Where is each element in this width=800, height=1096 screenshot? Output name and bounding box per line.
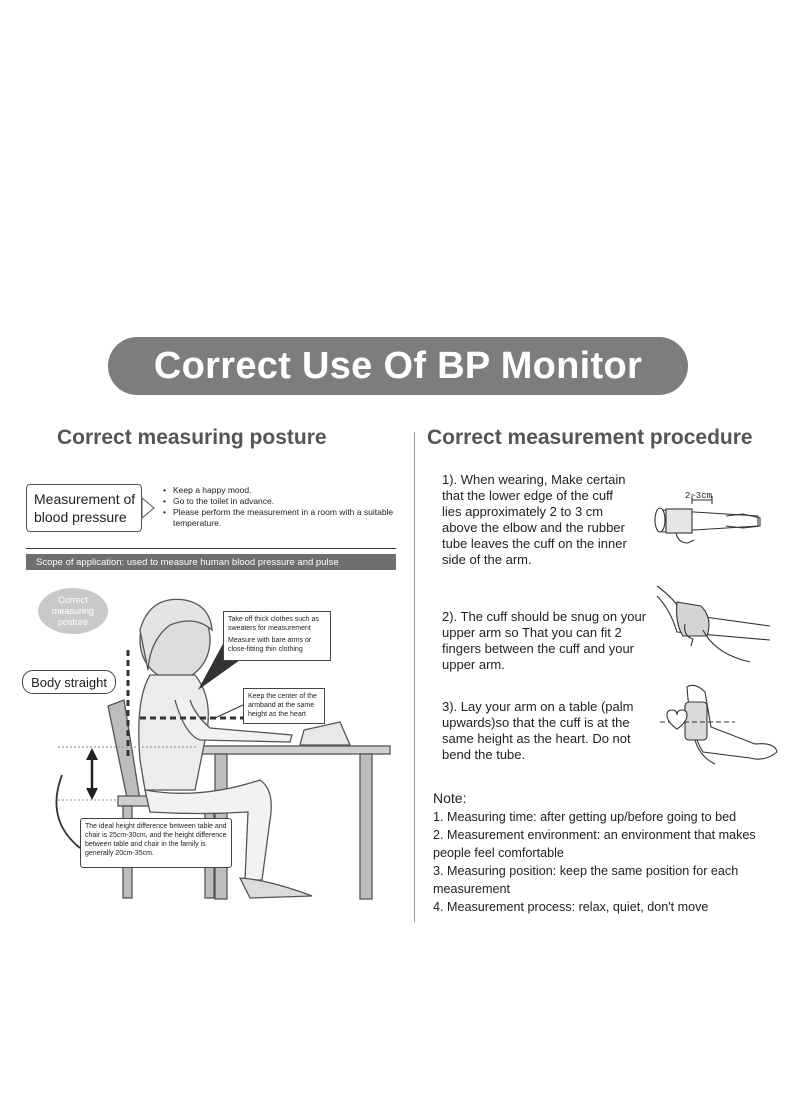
- procedure-heading: Correct measurement procedure: [427, 426, 753, 449]
- step-3-text: 3). Lay your arm on a table (palm upward…: [442, 699, 634, 762]
- clothes-callout: Take off thick clothes such as sweaters …: [223, 611, 331, 661]
- note-item: 4. Measurement process: relax, quiet, do…: [433, 900, 709, 914]
- cuff-position-illustration: 2~3cm: [654, 491, 761, 544]
- section-rule: [26, 548, 396, 549]
- notes-section: Note: 1. Measuring time: after getting u…: [433, 789, 793, 916]
- chevron-right-icon: [141, 496, 155, 520]
- tip-item: Please perform the measurement in a room…: [163, 507, 395, 529]
- dimension-label: 2~3cm: [685, 491, 712, 501]
- callout-line: Measure with bare arms or close-fitting …: [228, 637, 312, 653]
- badge-line: measuring: [51, 605, 95, 616]
- step-1-text: 1). When wearing, Make certain that the …: [442, 472, 627, 567]
- cuff-snug-illustration: [656, 585, 771, 663]
- notes-title: Note:: [433, 790, 467, 806]
- note-item: 3. Measuring position: keep the same pos…: [433, 864, 739, 896]
- tip-item: Go to the toilet in advance.: [163, 496, 395, 507]
- badge-line: posture: [57, 616, 89, 627]
- callout-line: Take off thick clothes such as sweaters …: [228, 616, 319, 632]
- step-2-text: 2). The cuff should be snug on your uppe…: [442, 609, 647, 672]
- column-divider: [414, 432, 415, 922]
- measurement-box-line2: blood pressure: [34, 509, 127, 525]
- badge-line: Correct: [58, 594, 88, 605]
- measurement-box-line1: Measurement of: [34, 491, 136, 507]
- page-title: Correct Use Of BP Monitor: [108, 337, 688, 395]
- posture-heading: Correct measuring posture: [57, 426, 327, 449]
- body-straight-label: Body straight: [22, 670, 116, 694]
- height-callout: The ideal height difference between tabl…: [80, 818, 232, 868]
- scope-bar: Scope of application: used to measure hu…: [26, 554, 396, 570]
- correct-posture-badge: Correct measuring posture: [38, 588, 108, 634]
- tip-item: Keep a happy mood.: [163, 485, 395, 496]
- armband-callout: Keep the center of the armband at the sa…: [243, 688, 325, 724]
- note-item: 2. Measurement environment: an environme…: [433, 828, 756, 860]
- tips-list: Keep a happy mood. Go to the toilet in a…: [163, 485, 395, 529]
- note-item: 1. Measuring time: after getting up/befo…: [433, 810, 737, 824]
- arm-heart-level-illustration: [660, 684, 778, 765]
